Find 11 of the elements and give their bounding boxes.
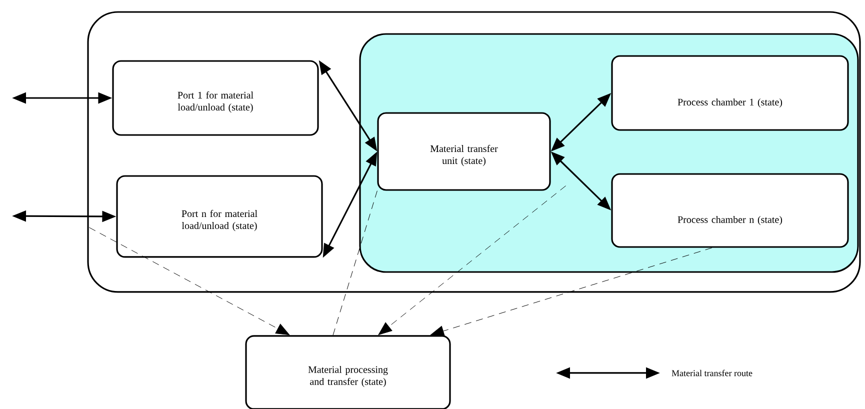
- dashed-arrow: [430, 248, 712, 336]
- dashed-arrow: [88, 227, 290, 336]
- dashed-line: [332, 190, 378, 336]
- state-box: Port 1 for material load/unload (state): [112, 60, 319, 136]
- legend-label: Material transfer route: [672, 370, 752, 376]
- state-box: Material transfer unit (state): [377, 112, 551, 191]
- state-box: Process chamber 1 (state): [611, 55, 849, 131]
- dashed-arrow: [378, 186, 566, 335]
- state-box: Process chamber n (state): [611, 173, 849, 248]
- state-box: Material processing and transfer (state): [245, 335, 451, 409]
- state-box: Port n for material load/unload (state): [116, 175, 323, 258]
